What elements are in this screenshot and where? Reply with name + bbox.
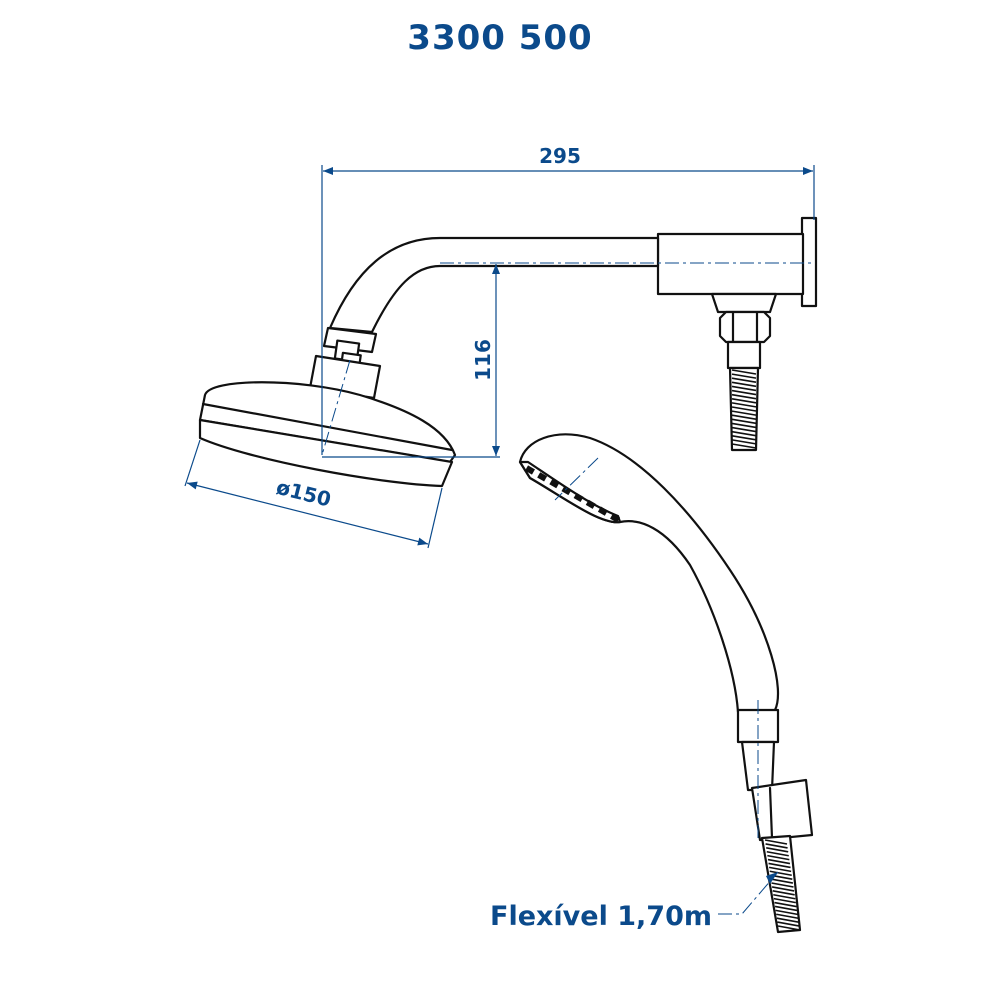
hose-coil (731, 406, 757, 412)
elbow-body (656, 232, 805, 296)
hose-coil (731, 410, 757, 416)
hose-coil (731, 397, 757, 404)
hose-coil (768, 862, 791, 869)
hose-length-label: Flexível 1,70m (490, 901, 712, 932)
hose-coil (772, 890, 795, 896)
head-dome (198, 381, 457, 464)
hose-coil (731, 426, 757, 433)
hose-coil (766, 847, 789, 853)
hose-coil (773, 897, 797, 904)
spray-nozzles (525, 465, 620, 523)
hand-shower-centerline (554, 457, 599, 501)
hand-shower (518, 433, 814, 934)
hose-coil (731, 402, 757, 408)
spray-nozzle (610, 513, 620, 523)
supply-connector (718, 310, 772, 452)
product-code-title: 3300 500 (407, 18, 593, 58)
hose-coil (766, 850, 789, 857)
elbow-outlet (710, 292, 778, 314)
hose-coil (731, 389, 757, 396)
spray-nozzle (525, 465, 535, 475)
spray-nozzle (585, 499, 596, 509)
hose-coil (731, 434, 757, 441)
hose-coil (764, 839, 788, 845)
hose-coil (731, 385, 757, 392)
hose-coil (771, 882, 794, 888)
dimension-diameter: ø150 (184, 359, 443, 549)
hose-coil (774, 901, 797, 908)
hose-note: Flexível 1,70m (490, 871, 779, 932)
dimension-height: 116 (322, 262, 812, 458)
width-dimension-label: 295 (539, 144, 581, 168)
hose-coil (731, 422, 757, 429)
hose-coil (731, 377, 757, 384)
hose-coil (776, 913, 799, 920)
height-dimension-label: 116 (471, 339, 495, 381)
spray-nozzle (537, 472, 548, 482)
hose-coil (731, 393, 757, 400)
spray-nozzle (597, 506, 608, 516)
hose-coil (765, 843, 788, 849)
nipple (726, 340, 762, 370)
hose-coil (731, 373, 757, 379)
hose-coil (731, 414, 757, 421)
hand-shower-body (518, 433, 780, 714)
spray-nozzle (561, 485, 572, 496)
dimension-width: 295 (321, 144, 815, 455)
hose-coil (768, 866, 792, 873)
hose-coil (771, 886, 795, 892)
shower-head (198, 354, 457, 488)
hose-coil (767, 858, 791, 865)
hose-coils (731, 369, 757, 449)
diameter-dimension-label: ø150 (274, 475, 334, 512)
wall-holder (750, 778, 814, 842)
hose-coil (769, 870, 792, 877)
hose-coil (770, 878, 794, 884)
hose-coil (774, 905, 798, 912)
head-face (198, 418, 454, 488)
hose-coil (731, 430, 757, 437)
arm-tube (328, 236, 660, 334)
hex-nut (718, 310, 772, 344)
shower-arm (322, 216, 818, 369)
spray-nozzle (549, 479, 560, 489)
hose-coil (775, 909, 798, 916)
hose-coil (731, 439, 757, 445)
hose-coil (773, 893, 796, 900)
hose-coil (731, 443, 757, 449)
hose-coil (731, 381, 757, 388)
hose-coil (731, 418, 757, 425)
hose-coil (777, 921, 800, 927)
hose-coil (777, 925, 801, 931)
spray-nozzle (573, 492, 584, 503)
hose-coil (776, 917, 799, 923)
hose-coil (767, 854, 790, 861)
hose-coil (731, 369, 757, 375)
